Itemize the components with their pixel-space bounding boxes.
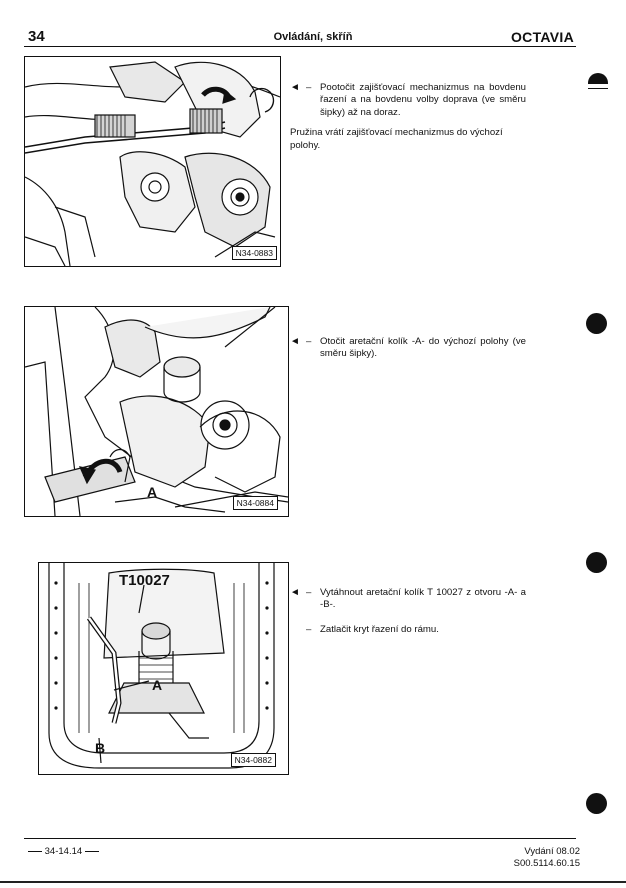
step-1: ◄ – Pootočit zajišťovací mechanizmus na … — [290, 82, 526, 151]
callout-a: A — [147, 484, 157, 500]
figure-drawing: A — [25, 307, 288, 516]
margin-mark-dot — [586, 552, 607, 573]
callout-tool: T10027 — [119, 572, 170, 589]
figure-shift-cover: T10027 A B N34-0882 — [38, 562, 289, 775]
step-text: Zatlačit kryt řazení do rámu. — [320, 623, 439, 635]
pointer-arrow-icon: ◄ — [290, 587, 300, 598]
bottom-edge-line — [0, 881, 626, 883]
step-text: Pootočit zajišťovací mechanizmus na bovd… — [320, 82, 526, 118]
figure-id-label: N34-0884 — [232, 496, 278, 510]
margin-mark-dot — [586, 793, 607, 814]
brand-name: OCTAVIA — [510, 29, 574, 45]
callout-b: B — [95, 740, 105, 756]
step-note: Pružina vrátí zajišťovací mechanizmus do… — [290, 127, 503, 151]
figure-id-label: N34-0882 — [230, 753, 276, 767]
callout-a: A — [152, 677, 162, 693]
figure-gear-cable-lock: N34-0883 — [24, 56, 281, 267]
step-2: ◄ – Otočit aretační kolík -A- do výchozí… — [290, 336, 526, 360]
step-3: ◄ – Vytáhnout aretační kolík T 10027 z o… — [290, 587, 526, 635]
margin-mark-half — [588, 73, 608, 84]
figure-id-label: N34-0883 — [231, 246, 277, 260]
figure-drawing — [25, 61, 280, 266]
margin-mark-line — [588, 88, 608, 89]
step-text: Vytáhnout aretační kolík T 10027 z otvor… — [320, 587, 526, 611]
footer-rule — [24, 838, 576, 839]
footer-edition: Vydání 08.02 S00.5114.60.15 — [514, 846, 580, 870]
page-number: 34 — [28, 28, 45, 45]
header-rule — [24, 46, 576, 47]
edition-label: Vydání 08.02 — [524, 846, 580, 857]
pointer-arrow-icon: ◄ — [290, 336, 300, 347]
pointer-arrow-icon: ◄ — [290, 82, 300, 93]
margin-mark-dot — [586, 313, 607, 334]
section-title: Ovládání, skříň — [273, 31, 353, 43]
figure-locking-pin: A N34-0884 — [24, 306, 289, 517]
document-number: S00.5114.60.15 — [513, 858, 580, 869]
step-text: Otočit aretační kolík -A- do výchozí pol… — [320, 336, 526, 360]
footer-section-number: 34-14.14 — [28, 846, 99, 857]
figure-drawing: T10027 A B — [48, 563, 275, 769]
